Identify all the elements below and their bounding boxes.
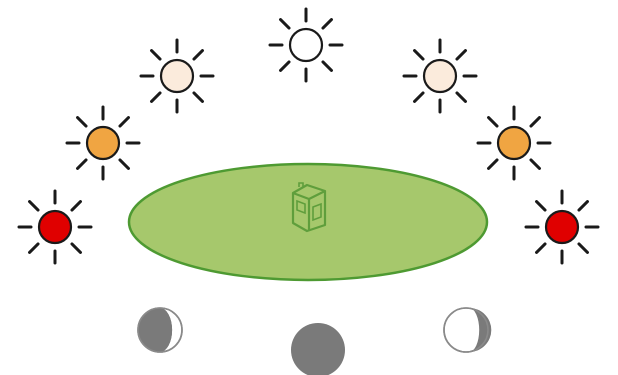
- sun-ray: [531, 118, 539, 126]
- sun-ray: [415, 51, 423, 59]
- sun-ray: [457, 93, 465, 101]
- sun-ray: [72, 202, 80, 210]
- sun-disc: [87, 127, 119, 159]
- sun-zenith-icon: [270, 9, 342, 81]
- sun-ray: [457, 51, 465, 59]
- sun-high-right-icon: [404, 40, 476, 112]
- sun-disc: [424, 60, 456, 92]
- moon-waning-icon: [138, 308, 182, 352]
- sun-ray: [78, 160, 86, 168]
- sun-ray: [323, 62, 331, 70]
- sun-ray: [281, 20, 289, 28]
- sun-low-left-icon: [19, 191, 91, 263]
- sun-ray: [120, 160, 128, 168]
- sun-low-right-icon: [526, 191, 598, 263]
- sun-ray: [415, 93, 423, 101]
- sun-ray: [489, 118, 497, 126]
- sun-mid-right-icon: [478, 107, 550, 179]
- moon-row: [138, 308, 491, 375]
- moon-waxing-icon: [444, 308, 491, 352]
- sun-ray: [152, 93, 160, 101]
- sun-ray: [30, 244, 38, 252]
- sun-ray: [537, 244, 545, 252]
- sun-ray: [579, 202, 587, 210]
- sun-disc: [39, 211, 71, 243]
- sun-ray: [281, 62, 289, 70]
- sun-mid-left-icon: [67, 107, 139, 179]
- sun-ray: [30, 202, 38, 210]
- sun-disc: [498, 127, 530, 159]
- sun-ray: [194, 51, 202, 59]
- sun-ray: [323, 20, 331, 28]
- sun-ray: [72, 244, 80, 252]
- field: [129, 164, 487, 280]
- sun-ray: [531, 160, 539, 168]
- sun-disc: [161, 60, 193, 92]
- sun-ray: [489, 160, 497, 168]
- sun-ray: [537, 202, 545, 210]
- sun-ray: [120, 118, 128, 126]
- moon-new-icon: [291, 323, 345, 375]
- sun-disc: [546, 211, 578, 243]
- sun-ray: [78, 118, 86, 126]
- sun-ray: [579, 244, 587, 252]
- sun-ray: [152, 51, 160, 59]
- sun-ray: [194, 93, 202, 101]
- sun-disc: [290, 29, 322, 61]
- sun-high-left-icon: [141, 40, 213, 112]
